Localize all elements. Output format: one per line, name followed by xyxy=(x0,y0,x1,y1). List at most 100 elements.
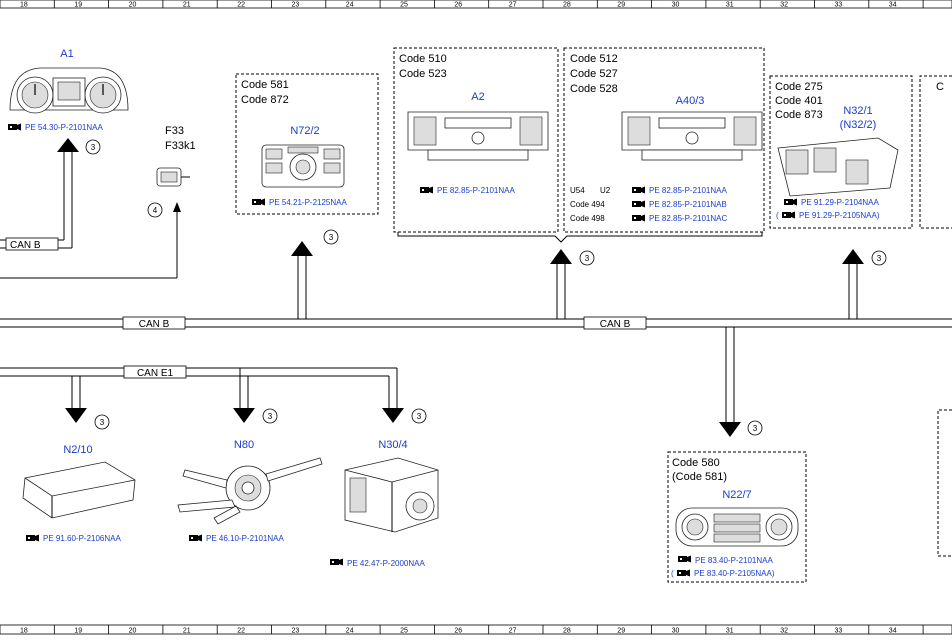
ruler-number: 24 xyxy=(346,628,354,635)
ruler-number: 23 xyxy=(292,628,300,635)
can-b-label-mid: CAN B xyxy=(139,319,170,330)
a2-ref[interactable]: PE 82.85-P-2101NAA xyxy=(437,186,515,195)
n22-7-climate-control[interactable]: Code 580 (Code 581) N22/7 PE 83.40-P-210… xyxy=(671,457,799,578)
n80-ref[interactable]: PE 46.10-P-2101NAA xyxy=(206,534,284,543)
n2-ref[interactable]: PE 91.60-P-2106NAA xyxy=(43,534,121,543)
a40-code-1: Code 512 xyxy=(570,53,618,65)
n32-code-1: Code 275 xyxy=(775,81,823,93)
ruler-number: 31 xyxy=(726,628,734,635)
edge-partial-label: C xyxy=(936,81,944,93)
connector-3-n22: 3 xyxy=(753,424,758,433)
ruler-number: 26 xyxy=(454,628,462,635)
ruler-number: 21 xyxy=(183,628,191,635)
ruler-number: 25 xyxy=(400,628,408,635)
ruler-number: 22 xyxy=(237,2,245,9)
n2-10-module[interactable]: N2/10 PE 91.60-P-2106NAA xyxy=(22,444,136,543)
ruler-number: 28 xyxy=(563,628,571,635)
a1-instrument-cluster[interactable]: A1 PE 54.30-P-2101NAA xyxy=(8,48,129,132)
connector-3-n30: 3 xyxy=(417,412,422,421)
ruler-number: 26 xyxy=(454,2,462,9)
can-b-left-wire xyxy=(0,152,73,249)
ruler-number: 20 xyxy=(129,2,137,9)
n2-title: N2/10 xyxy=(63,444,92,456)
n80-title: N80 xyxy=(234,439,254,451)
f33-label-2: F33k1 xyxy=(165,140,196,152)
connector-3-a1: 3 xyxy=(91,143,96,152)
a40-row1-mid: U2 xyxy=(600,186,611,195)
n32-code-3: Code 873 xyxy=(775,109,823,121)
a40-row1-label: U54 xyxy=(570,186,585,195)
n32-1-module[interactable]: Code 275 Code 401 Code 873 N32/1 (N32/2)… xyxy=(775,81,899,220)
ruler-number: 27 xyxy=(509,2,517,9)
n72-code-2: Code 872 xyxy=(241,94,289,106)
n72-code-1: Code 581 xyxy=(241,79,289,91)
f33-relay[interactable]: F33 F33k1 xyxy=(156,125,196,187)
n72-title: N72/2 xyxy=(290,125,319,137)
ruler-number: 32 xyxy=(780,628,788,635)
ruler-number: 24 xyxy=(346,2,354,9)
ruler-number: 30 xyxy=(672,2,680,9)
a1-arrow-up xyxy=(57,138,79,152)
a1-ref[interactable]: PE 54.30-P-2101NAA xyxy=(25,123,103,132)
n80-steering-module[interactable]: N80 PE 46.10-P-2101NAA xyxy=(177,439,323,543)
n32-title-2: (N32/2) xyxy=(840,119,877,131)
can-e1-bus xyxy=(0,367,398,408)
a40-code-3: Code 528 xyxy=(570,83,618,95)
connector-3-n2: 3 xyxy=(100,418,105,427)
n32-ref-1[interactable]: PE 91.29-P-2104NAA xyxy=(801,198,879,207)
a40-ref-1[interactable]: PE 82.85-P-2101NAA xyxy=(649,186,727,195)
ruler-number: 21 xyxy=(183,2,191,9)
ruler-number: 18 xyxy=(20,628,28,635)
n32-code-2: Code 401 xyxy=(775,95,823,107)
ruler-number: 19 xyxy=(74,2,82,9)
a40-ref-3[interactable]: PE 82.85-P-2101NAC xyxy=(649,214,727,223)
ruler-number: 19 xyxy=(74,628,82,635)
ruler-number: 29 xyxy=(617,628,625,635)
n22-code-2: (Code 581) xyxy=(672,471,727,483)
n22-ref-2[interactable]: PE 83.40-P-2105NAA) xyxy=(694,569,775,578)
ruler-number: 32 xyxy=(780,2,788,9)
ruler-number: 20 xyxy=(129,628,137,635)
connector-3-a2: 3 xyxy=(585,254,590,263)
a2-head-unit[interactable]: Code 510 Code 523 A2 PE 82.85-P-2101NAA xyxy=(399,53,549,195)
n72-2-module[interactable]: Code 581 Code 872 N72/2 PE 54.21-P-2125N… xyxy=(241,79,347,207)
n30-4-abs-unit[interactable]: N30/4 PE 42.47-P-2000NAA xyxy=(330,439,439,568)
ruler-number: 31 xyxy=(726,2,734,9)
n22-ref-2-open: ( xyxy=(671,569,674,578)
ruler-number: 23 xyxy=(292,2,300,9)
connector-4-f33: 4 xyxy=(153,206,158,215)
n32-ref-2[interactable]: PE 91.29-P-2105NAA) xyxy=(799,211,880,220)
can-e1-label: CAN E1 xyxy=(137,368,174,379)
a1-title: A1 xyxy=(60,48,73,60)
ruler-number: 33 xyxy=(835,2,843,9)
n72-ref[interactable]: PE 54.21-P-2125NAA xyxy=(269,198,347,207)
ruler-number: 18 xyxy=(20,2,28,9)
ruler-number: 34 xyxy=(889,628,897,635)
a40-ref-2[interactable]: PE 82.85-P-2101NAB xyxy=(649,200,727,209)
ruler-number: 27 xyxy=(509,628,517,635)
ruler-number: 34 xyxy=(889,2,897,9)
n22-title: N22/7 xyxy=(722,489,751,501)
f33-label-1: F33 xyxy=(165,125,184,137)
a2-code-2: Code 523 xyxy=(399,68,447,80)
a2-title: A2 xyxy=(471,91,484,103)
connector-3-n80: 3 xyxy=(268,412,273,421)
n22-code-1: Code 580 xyxy=(672,457,720,469)
a2-code-1: Code 510 xyxy=(399,53,447,65)
a40-row2-label: Code 494 xyxy=(570,200,605,209)
a40-code-2: Code 527 xyxy=(570,68,618,80)
can-b-label-left: CAN B xyxy=(10,240,41,251)
a40-title: A40/3 xyxy=(676,95,705,107)
n22-ref-1[interactable]: PE 83.40-P-2101NAA xyxy=(695,556,773,565)
ruler-number: 22 xyxy=(237,628,245,635)
n32-title: N32/1 xyxy=(843,105,872,117)
n30-ref[interactable]: PE 42.47-P-2000NAA xyxy=(347,559,425,568)
a40-row3-label: Code 498 xyxy=(570,214,605,223)
can-b-label-right: CAN B xyxy=(600,319,631,330)
connector-3-n32: 3 xyxy=(877,254,882,263)
n30-title: N30/4 xyxy=(378,439,407,451)
ruler-number: 30 xyxy=(672,628,680,635)
a40-3-module[interactable]: Code 512 Code 527 Code 528 A40/3 U54 U2 … xyxy=(570,53,763,223)
